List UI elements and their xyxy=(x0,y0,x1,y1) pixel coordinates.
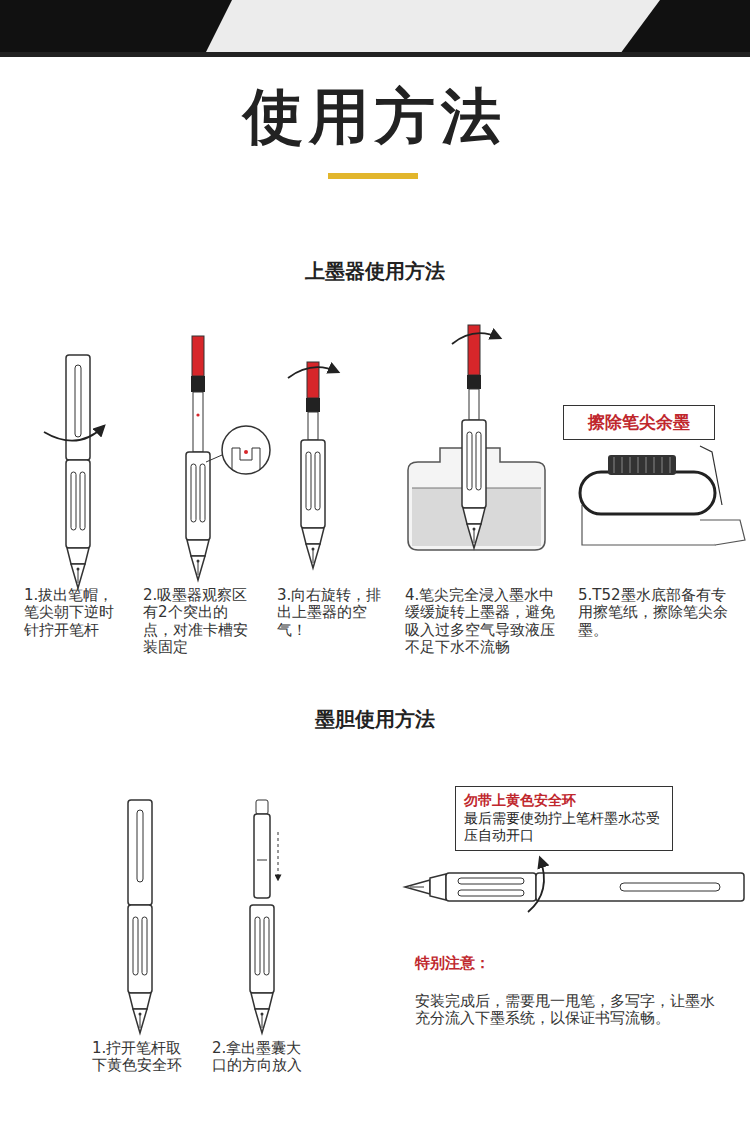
step-text: 4.笔尖完全浸入墨水中缓缓旋转上墨器，避免吸入过多空气导致液压不足下水不流畅 xyxy=(405,587,555,656)
page-title: 使用方法 xyxy=(0,82,750,151)
callout-box: 勿带上黄色安全环最后需要使劲拧上笔杆墨水芯受压自动开口 xyxy=(455,786,673,851)
step-text: 2.吸墨器观察区有2个突出的点，对准卡槽安装固定 xyxy=(143,587,253,656)
instruction-text: 最后需要使劲拧上笔杆墨水芯受压自动开口 xyxy=(464,810,664,845)
section-heading: 上墨器使用方法 xyxy=(0,260,750,283)
step-text: 1.拧开笔杆取下黄色安全环 xyxy=(92,1040,190,1075)
warning-heading: 特别注意： xyxy=(415,955,615,972)
section-heading: 墨胆使用方法 xyxy=(0,708,750,731)
step-text: 3.向右旋转，排出上墨器的空气！ xyxy=(277,587,395,639)
step-text: 1.拔出笔帽，笔尖朝下逆时针拧开笔杆 xyxy=(24,587,124,639)
warning-text: 勿带上黄色安全环 xyxy=(464,792,664,810)
callout-text: 擦除笔尖余墨 xyxy=(572,412,706,433)
note-text: 安装完成后，需要甩一甩笔，多写字，让墨水充分流入下墨系统，以保证书写流畅。 xyxy=(415,993,715,1028)
step-text: 2.拿出墨囊大口的方向放入 xyxy=(212,1040,312,1075)
callout-box: 擦除笔尖余墨 xyxy=(563,405,715,440)
step-text: 5.T52墨水底部备有专用擦笔纸，擦除笔尖余墨。 xyxy=(578,587,733,639)
